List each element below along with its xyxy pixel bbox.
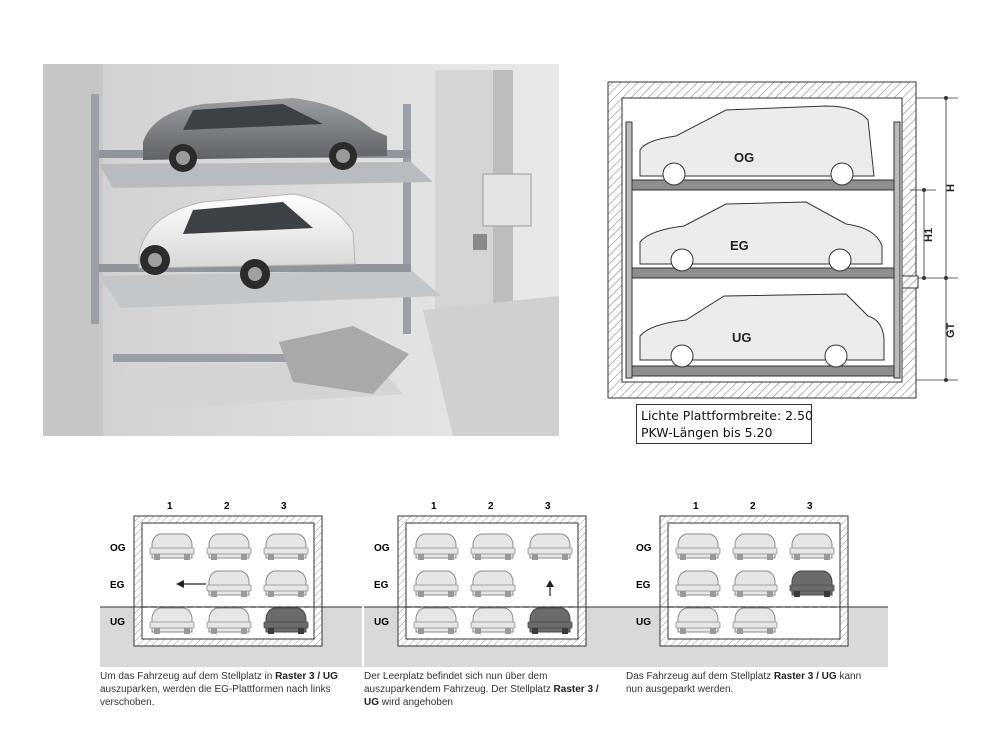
col-label: 3 [545, 501, 551, 512]
dimension-label-gt: GT [945, 322, 957, 338]
car-length-text: PKW-Längen bis 5.20 [641, 425, 773, 440]
car-icon [470, 533, 516, 560]
car-icon [206, 533, 252, 560]
car-icon [732, 607, 778, 634]
car-icon [413, 570, 459, 597]
car-icon [470, 607, 516, 634]
arrow-left-icon [176, 580, 184, 588]
col-label: 2 [750, 501, 756, 512]
section-label-og: OG [734, 150, 754, 165]
platform-width-text: Lichte Plattformbreite: 2.50 [641, 408, 813, 423]
car-icon [789, 533, 835, 560]
car-dark-icon [527, 607, 573, 634]
step-panel-3: 1 2 3 OG EG UG [626, 492, 888, 672]
car-icon [732, 533, 778, 560]
section-drawing: OG EG UG H H1 GT [607, 81, 958, 399]
parking-system-illustration [43, 64, 559, 436]
dimension-label-h: H [945, 184, 957, 192]
row-label: UG [374, 617, 389, 628]
step-diagram-3: 1 2 3 OG EG UG [626, 501, 888, 667]
section-label-eg: EG [730, 238, 749, 253]
car-icon [675, 607, 721, 634]
car-icon [263, 533, 309, 560]
car-icon [206, 607, 252, 634]
step-caption-1: Um das Fahrzeug auf dem Stellplatz in Ra… [100, 671, 338, 708]
row-label: EG [374, 580, 389, 591]
col-label: 1 [431, 501, 437, 512]
dimension-label-h1: H1 [923, 228, 935, 242]
car-icon [149, 533, 195, 560]
row-label: EG [636, 580, 651, 591]
car-dark-icon [789, 570, 835, 597]
car-icon [263, 570, 309, 597]
car-icon [527, 533, 573, 560]
row-label: UG [110, 617, 125, 628]
car-icon [206, 570, 252, 597]
row-label: OG [110, 543, 126, 554]
row-label: EG [110, 580, 125, 591]
car-icon [675, 570, 721, 597]
arrow-up-icon [546, 580, 554, 587]
step-diagram-2: 1 2 3 OG EG UG [364, 501, 626, 667]
col-label: 2 [488, 501, 494, 512]
row-label: UG [636, 617, 651, 628]
col-label: 2 [224, 501, 230, 512]
step-caption-3: Das Fahrzeug auf dem Stellplatz Raster 3… [626, 671, 862, 695]
car-icon [413, 533, 459, 560]
platform-spec-box: Lichte Plattformbreite: 2.50 PKW-Längen … [636, 404, 813, 444]
car-icon [675, 533, 721, 560]
car-icon [732, 570, 778, 597]
col-label: 3 [281, 501, 287, 512]
col-label: 1 [693, 501, 699, 512]
step-panel-1: 1 2 3 OG EG UG [100, 492, 362, 672]
section-label-ug: UG [732, 330, 752, 345]
row-label: OG [636, 543, 652, 554]
car-icon [149, 607, 195, 634]
row-label: OG [374, 543, 390, 554]
col-label: 1 [167, 501, 173, 512]
car-dark-icon [263, 607, 309, 634]
step-diagram-1: 1 2 3 OG EG UG [100, 501, 362, 667]
step-caption-2: Der Leerplatz befindet sich nun über dem… [364, 671, 599, 708]
step-panel-2: 1 2 3 OG EG UG [364, 492, 626, 672]
car-icon [470, 570, 516, 597]
car-icon [413, 607, 459, 634]
col-label: 3 [807, 501, 813, 512]
